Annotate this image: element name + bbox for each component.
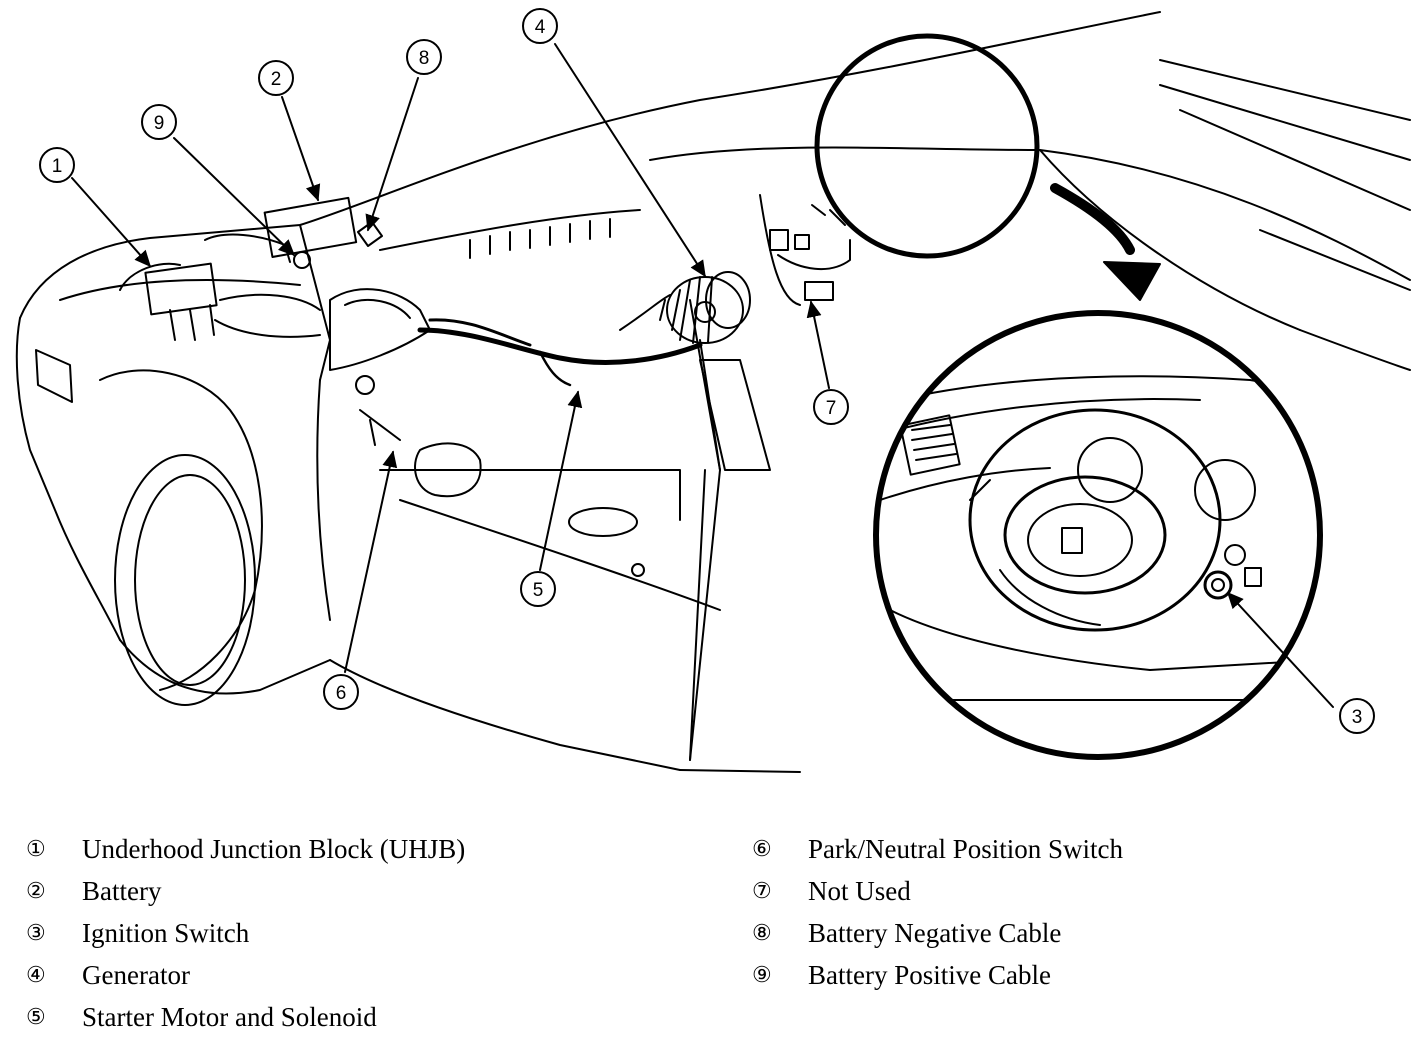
callout-2: 2 <box>258 60 294 96</box>
legend-item-number: ⑨ <box>752 962 772 987</box>
legend-item-text: Battery Positive Cable <box>808 960 1051 990</box>
detail-magnified-view <box>873 310 1323 760</box>
legend-right-column: ⑥ Park/Neutral Position Switch ⑦ Not Use… <box>752 828 1123 996</box>
callout-3-label: 3 <box>1352 707 1363 728</box>
callout-6: 6 <box>323 674 359 710</box>
callout-2-label: 2 <box>271 69 282 90</box>
relay-bracket <box>769 204 851 301</box>
callout-8: 8 <box>406 39 442 75</box>
leader-lines <box>71 43 1334 708</box>
legend-item-7: ⑦ Not Used <box>752 870 1123 912</box>
generator <box>659 271 751 344</box>
callout-3: 3 <box>1339 698 1375 734</box>
callout-1-label: 1 <box>52 156 63 177</box>
callout-7-label: 7 <box>826 398 837 419</box>
callout-8-label: 8 <box>419 48 430 69</box>
legend-item-number: ③ <box>26 920 46 945</box>
legend-item-2: ② Battery <box>26 870 465 912</box>
callout-6-label: 6 <box>336 683 347 704</box>
legend-item-text: Battery <box>82 876 162 906</box>
legend-item-number: ⑥ <box>752 836 772 861</box>
legend-item-text: Park/Neutral Position Switch <box>808 834 1123 864</box>
reference-circle <box>814 33 1040 259</box>
legend-item-text: Ignition Switch <box>82 918 250 948</box>
legend-item-text: Underhood Junction Block (UHJB) <box>82 834 466 864</box>
callout-7: 7 <box>813 389 849 425</box>
legend-item-number: ⑤ <box>26 1004 46 1029</box>
car-body <box>15 11 1411 773</box>
car-wiring-diagram: 1 2 3 4 5 6 7 8 9 <box>15 8 1411 773</box>
legend-item-9: ⑨ Battery Positive Cable <box>752 954 1123 996</box>
callout-1: 1 <box>39 147 75 183</box>
legend-item-1: ① Underhood Junction Block (UHJB) <box>26 828 465 870</box>
legend-item-5: ⑤ Starter Motor and Solenoid <box>26 996 465 1038</box>
callout-5: 5 <box>520 571 556 607</box>
legend-item-number: ① <box>26 836 46 861</box>
engine-compartment <box>119 196 383 341</box>
legend-item-8: ⑧ Battery Negative Cable <box>752 912 1123 954</box>
legend-item-text: Generator <box>82 960 190 990</box>
legend-item-text: Battery Negative Cable <box>808 918 1062 948</box>
callout-9: 9 <box>141 104 177 140</box>
callout-5-label: 5 <box>533 580 544 601</box>
legend-left-column: ① Underhood Junction Block (UHJB) ② Batt… <box>26 828 465 1038</box>
magnify-indicator-arrow <box>1050 183 1161 301</box>
legend-item-number: ② <box>26 878 46 903</box>
legend-item-number: ⑦ <box>752 878 772 903</box>
legend-item-text: Starter Motor and Solenoid <box>82 1002 377 1032</box>
legend-item-4: ④ Generator <box>26 954 465 996</box>
legend-item-number: ⑧ <box>752 920 772 945</box>
callout-9-label: 9 <box>154 113 165 134</box>
legend-item-3: ③ Ignition Switch <box>26 912 465 954</box>
callout-4: 4 <box>522 8 558 44</box>
legend-item-6: ⑥ Park/Neutral Position Switch <box>752 828 1123 870</box>
legend-item-text: Not Used <box>808 876 911 906</box>
legend-item-number: ④ <box>26 962 46 987</box>
callout-4-label: 4 <box>535 17 546 38</box>
wiring-harness <box>417 294 721 761</box>
